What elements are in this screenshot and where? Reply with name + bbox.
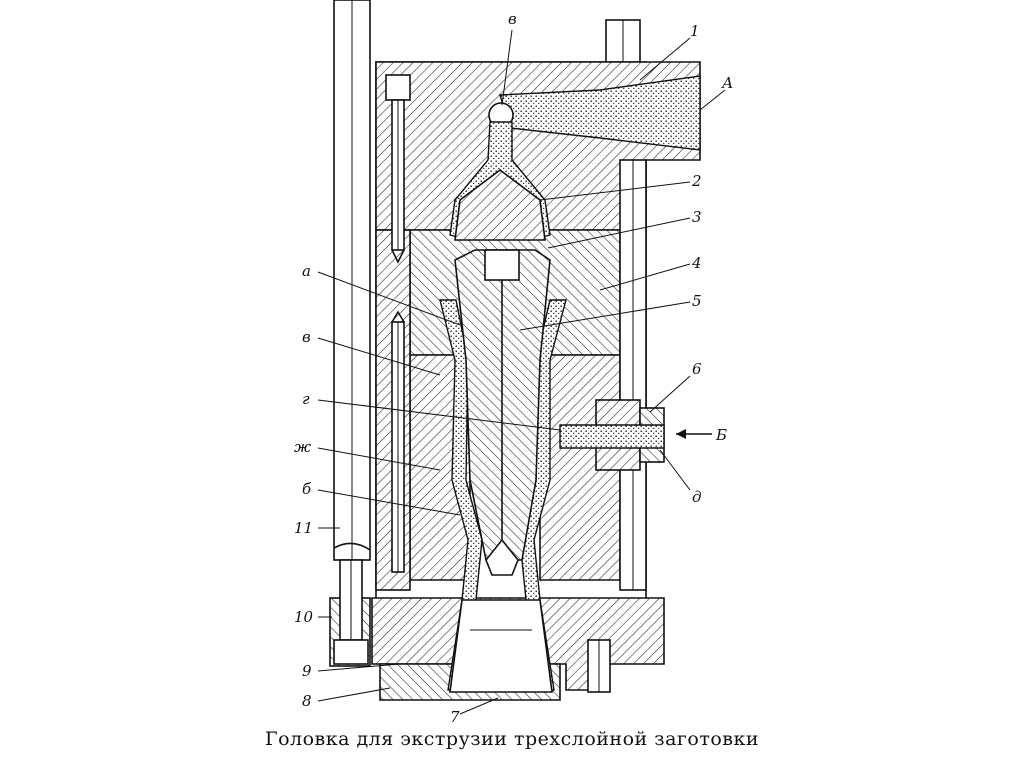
label-6: 6: [692, 360, 702, 378]
label-1: 1: [690, 22, 700, 40]
label-a: а: [302, 262, 311, 280]
label-9: 9: [302, 662, 312, 680]
label-v-left: в: [302, 328, 311, 346]
label-A: А: [721, 74, 733, 92]
label-B: Б: [715, 426, 727, 444]
label-b: б: [302, 480, 312, 498]
leader-lines: [317, 29, 726, 715]
label-zh: ж: [294, 438, 311, 456]
label-8: 8: [302, 692, 312, 710]
melt-channel: [439, 75, 701, 691]
label-g: г: [302, 390, 310, 408]
label-3: 3: [692, 208, 702, 226]
mandrel: [449, 169, 553, 693]
label-v-top: в: [508, 10, 517, 28]
label-2: 2: [691, 172, 702, 190]
label-5: 5: [692, 292, 702, 310]
label-11: 11: [294, 519, 313, 537]
bolt-upper: [385, 74, 411, 264]
top-right-rod: [605, 19, 641, 67]
label-10: 10: [294, 608, 314, 626]
label-7: 7: [450, 708, 460, 726]
side-inlet: [559, 399, 712, 471]
bolt-lower: [391, 310, 405, 573]
figure-caption: Головка для экструзии трехслойной загото…: [264, 728, 760, 750]
label-d: д: [692, 488, 702, 506]
label-4: 4: [691, 254, 702, 272]
